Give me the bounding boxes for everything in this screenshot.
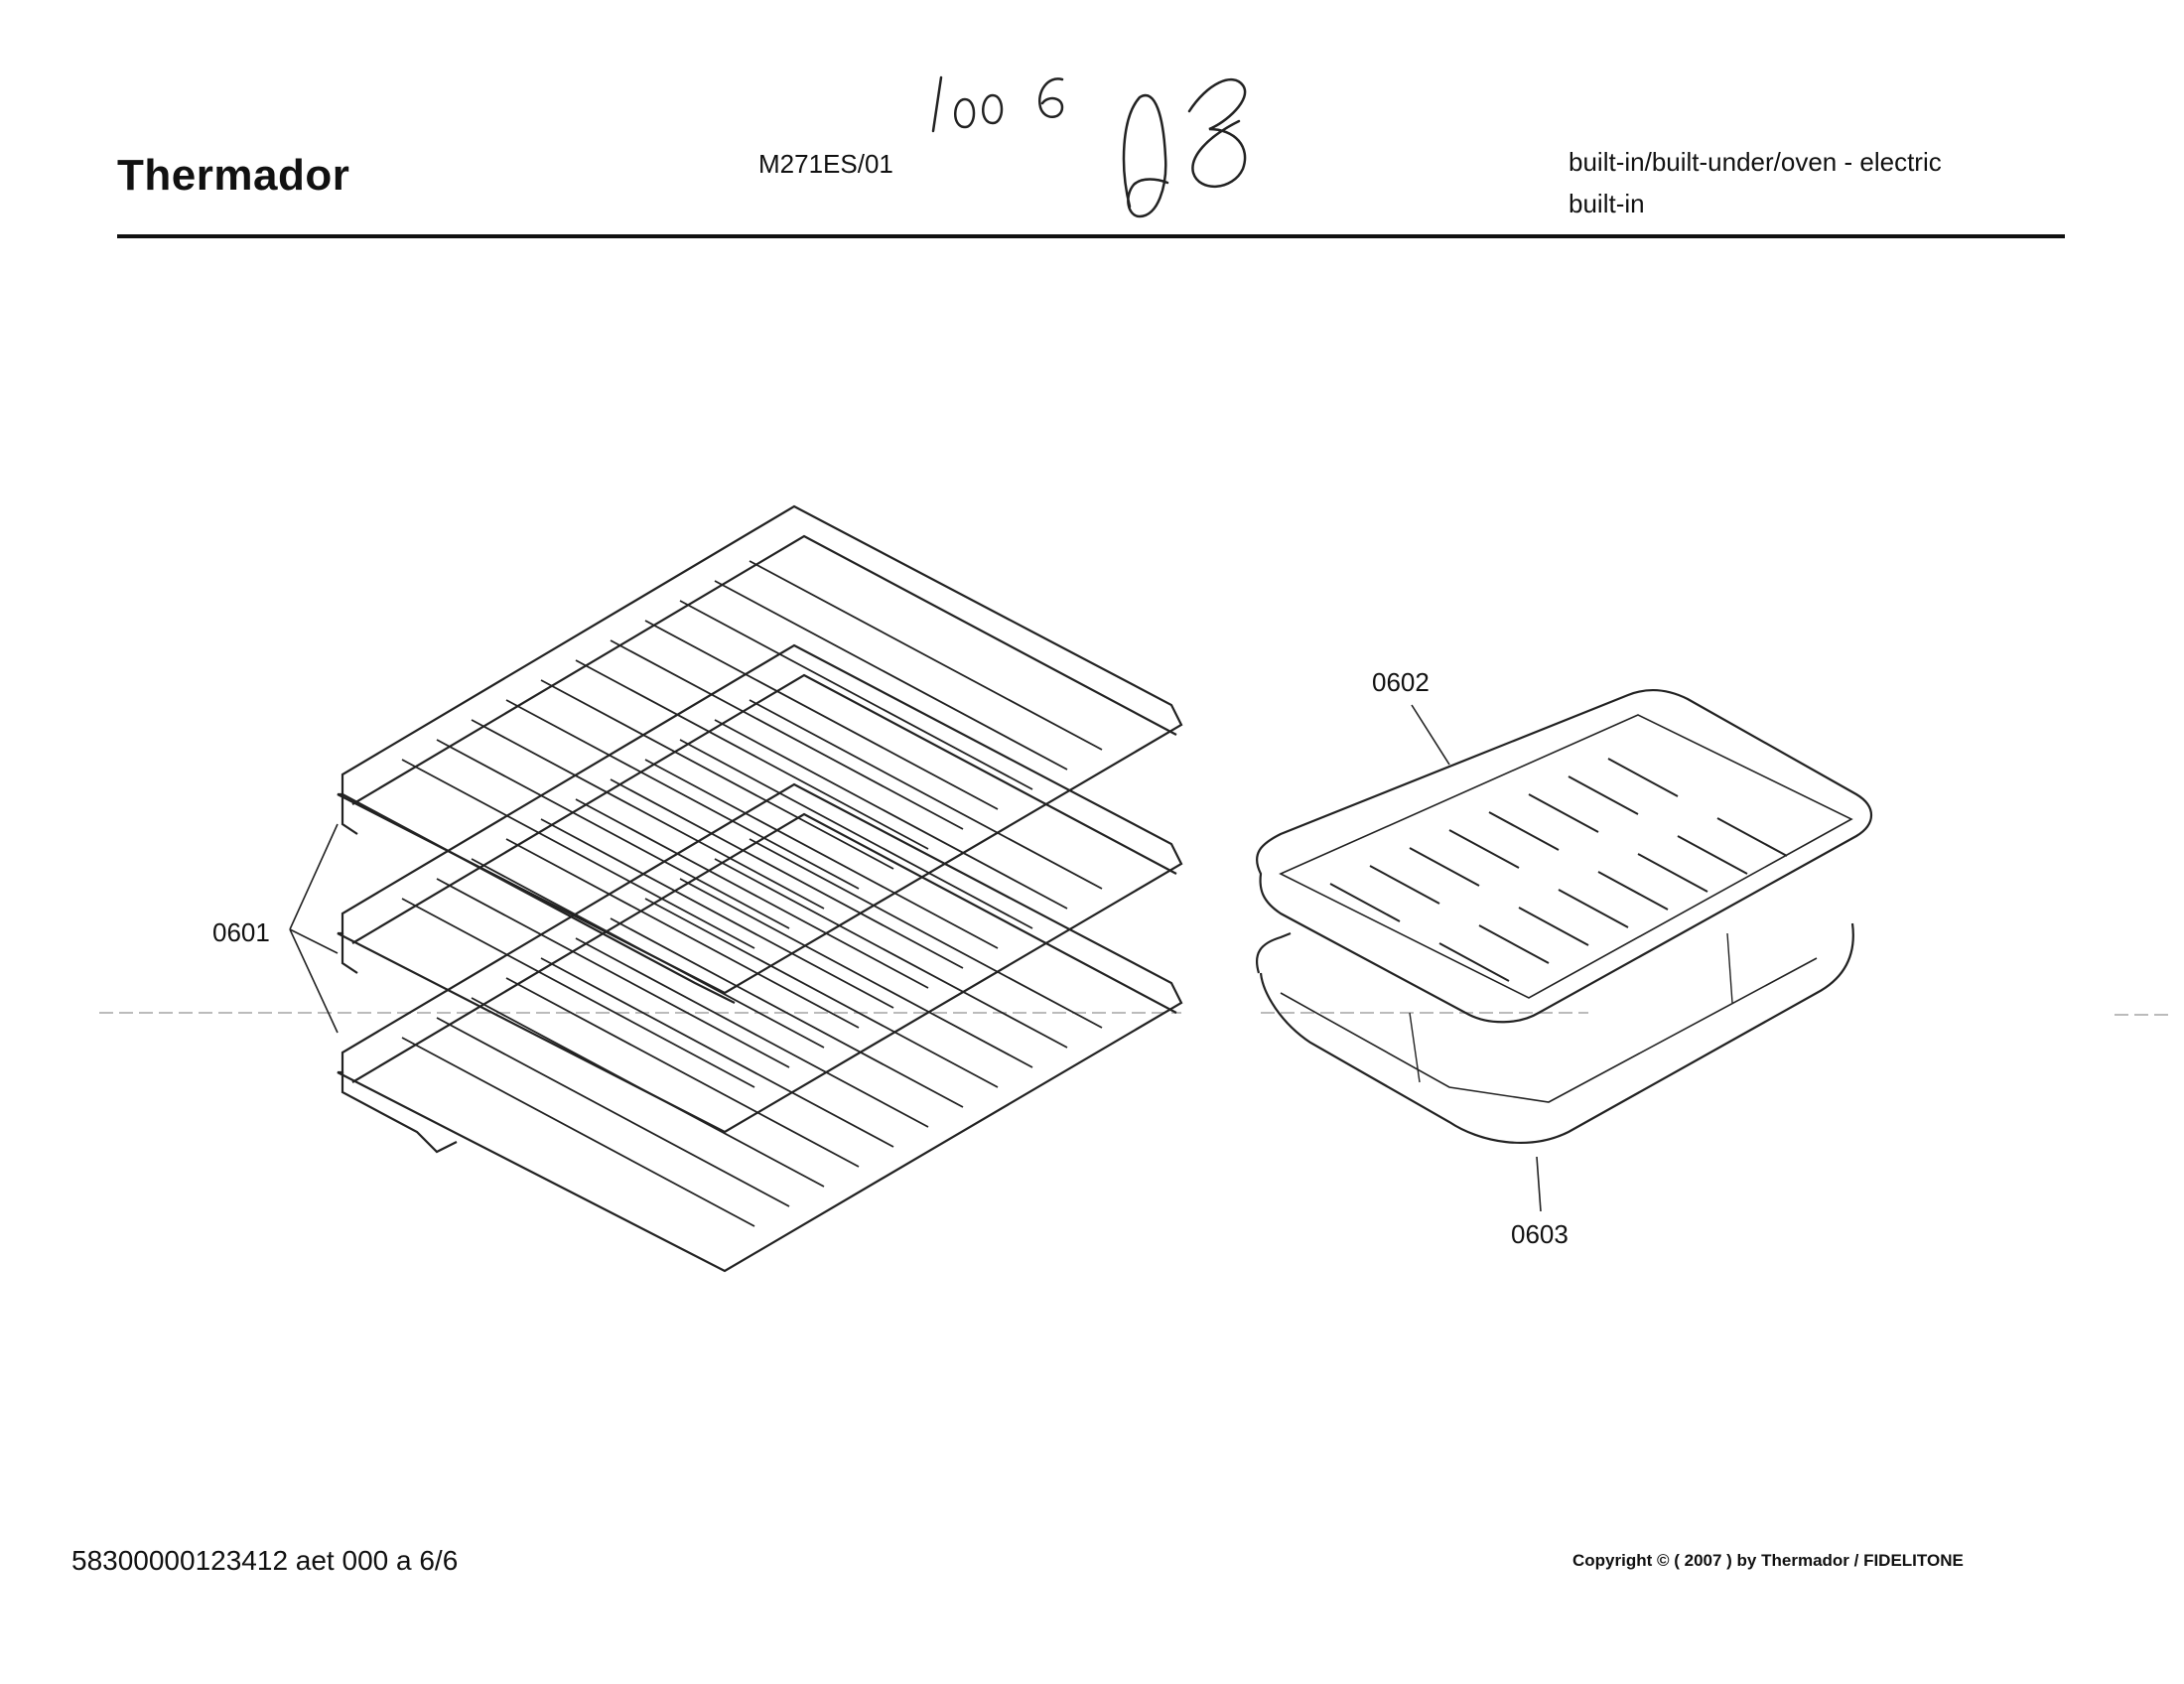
category-line-1: built-in/built-under/oven - electric bbox=[1569, 147, 1942, 177]
oven-rack-bottom bbox=[337, 782, 1183, 1273]
callout-0602: 0602 bbox=[1372, 667, 1430, 697]
callout-leader-0602 bbox=[1411, 704, 1450, 766]
callout-0603: 0603 bbox=[1511, 1219, 1569, 1249]
grid-slots bbox=[1329, 758, 1788, 982]
header-divider bbox=[117, 234, 2065, 238]
broiler-pan-grid bbox=[1255, 688, 1872, 1024]
category-line-2: built-in bbox=[1569, 189, 1645, 218]
copyright-notice: Copyright © ( 2007 ) by Thermador / FIDE… bbox=[1572, 1551, 1964, 1570]
oven-rack-middle bbox=[337, 643, 1183, 1134]
document-code: 58300000123412 aet 000 a 6/6 bbox=[71, 1545, 459, 1576]
broiler-pan bbox=[1255, 922, 1854, 1212]
callout-leader-0603 bbox=[1536, 1156, 1542, 1212]
oven-rack-top bbox=[337, 504, 1183, 1004]
model-number: M271ES/01 bbox=[758, 149, 893, 179]
handwritten-note bbox=[931, 75, 1247, 218]
brand-name: Thermador bbox=[117, 151, 350, 200]
oven-racks bbox=[289, 504, 1183, 1273]
callout-0601: 0601 bbox=[212, 917, 270, 947]
callout-leader-0601 bbox=[289, 823, 339, 1034]
